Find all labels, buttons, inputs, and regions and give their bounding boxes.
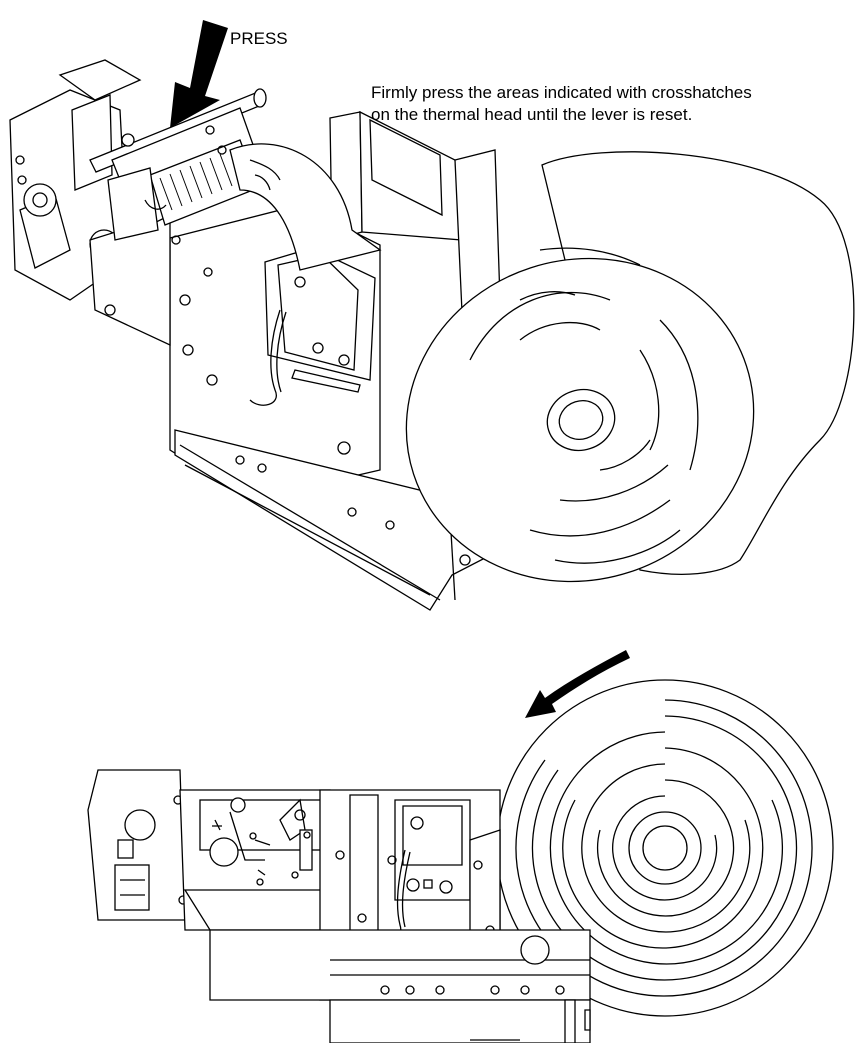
instruction-line-2: on the thermal head until the lever is r…	[371, 105, 693, 124]
paper-roll-top	[405, 151, 855, 583]
press-label: PRESS	[230, 29, 288, 48]
instruction-line-1: Firmly press the areas indicated with cr…	[371, 83, 752, 102]
press-arrow-icon	[170, 20, 228, 128]
rotation-arrow-icon	[525, 650, 630, 718]
instruction-text: Firmly press the areas indicated with cr…	[371, 82, 752, 126]
top-printer-illustration	[9, 20, 855, 611]
bottom-printer-illustration	[87, 650, 834, 1043]
